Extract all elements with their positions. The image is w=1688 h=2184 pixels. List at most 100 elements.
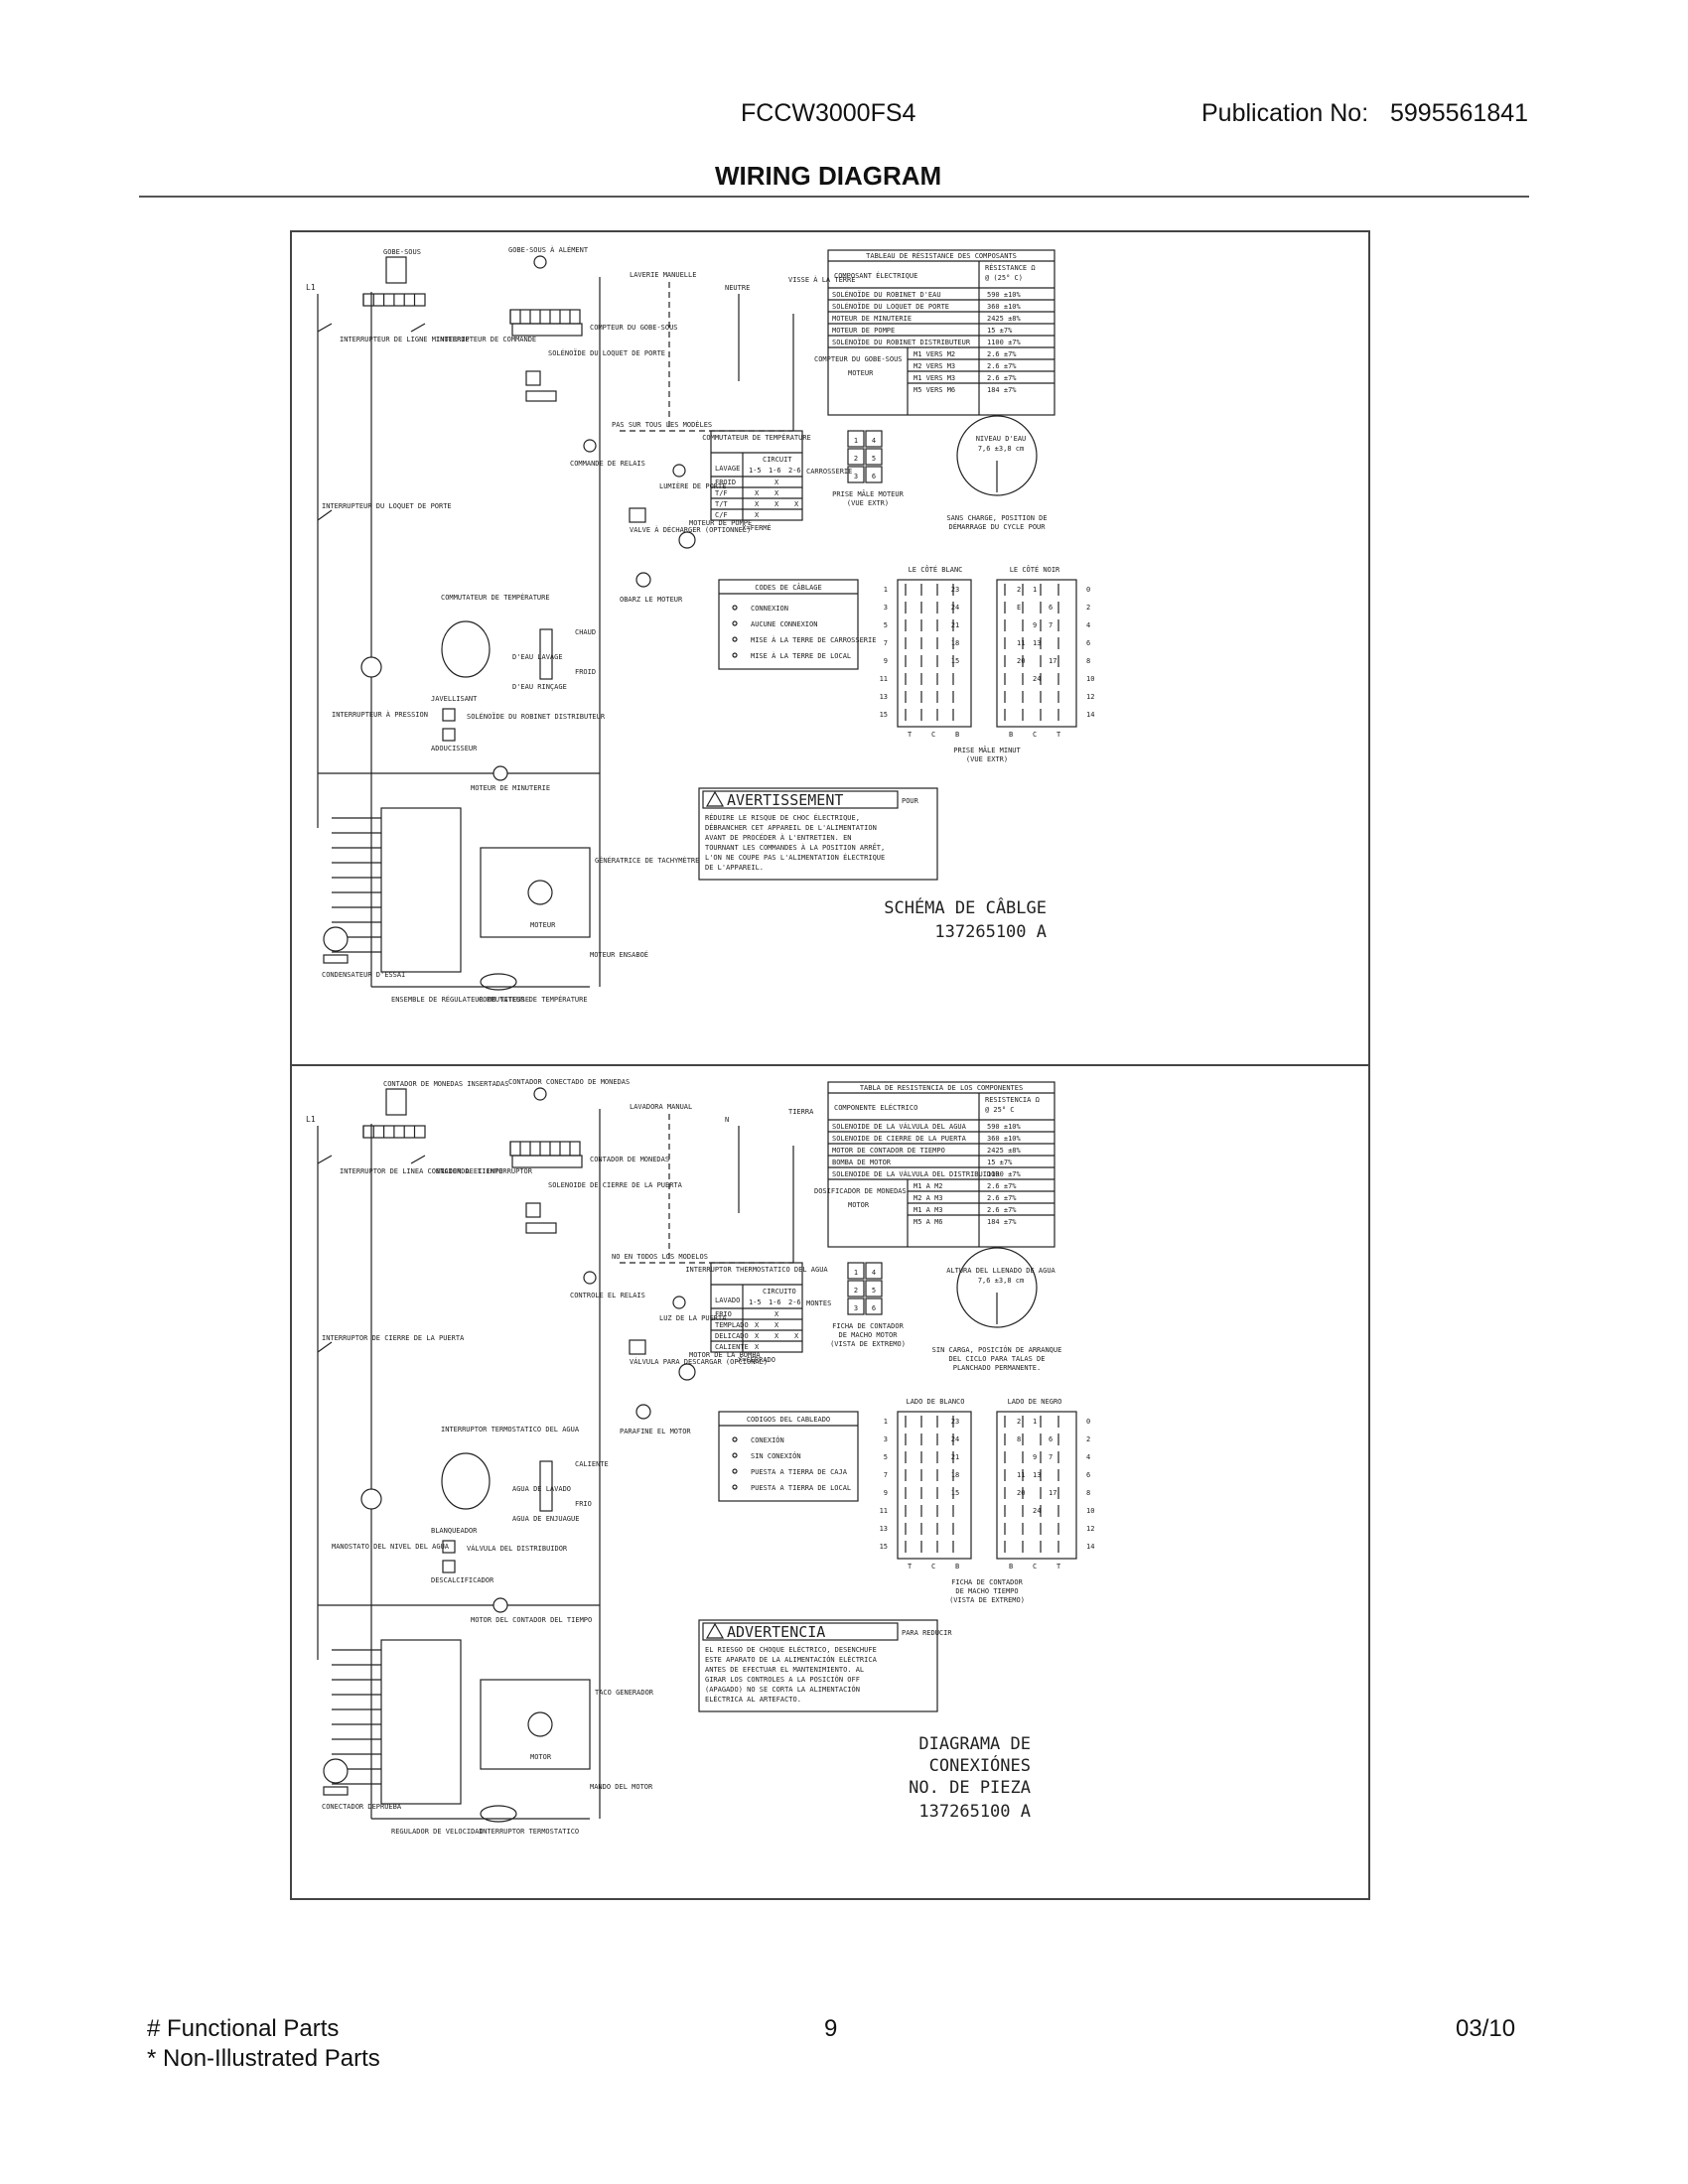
motor-box <box>480 1679 591 1770</box>
motor-label: MOTEUR <box>530 921 556 929</box>
timer-plug-inner-right: 11 <box>1017 639 1025 647</box>
timer-plug-right-number: 6 <box>1086 1471 1090 1479</box>
motor-plug-pin <box>847 448 865 466</box>
model-number: FCCW3000FS4 <box>741 99 916 127</box>
temp-table-mark: X <box>755 489 760 497</box>
resistance-row-value: 2425 ±8% <box>987 315 1022 323</box>
water-level-dial <box>956 1247 1038 1328</box>
resistance-col-sub: @ (25° C) <box>985 274 1023 282</box>
warning-triangle-icon <box>705 790 725 807</box>
timer-plug-inner-right: 7 <box>1049 1453 1053 1461</box>
speed-regulator-label: ENSEMBLE DE RÉGULATEUR DE VITESSE <box>391 995 529 1004</box>
temp-switch-table <box>710 1262 803 1353</box>
motor-box <box>480 847 591 938</box>
motor-row-value: 2.6 ±7% <box>987 350 1017 358</box>
dispenser-solenoid-label: SOLÉNOÏDE DU ROBINET DISTRIBUTEUR <box>467 712 606 721</box>
timer-plug-bottom-right: C <box>1033 1563 1037 1570</box>
wiring-codes-title: CODES DE CÂBLAGE <box>755 583 821 592</box>
timer-plug-left-number: 1 <box>884 1418 888 1426</box>
motor-plug-caption-sub: (VUE EXTR) <box>847 499 889 507</box>
code-symbol <box>732 1452 738 1458</box>
motor-plug-pin <box>847 466 865 483</box>
counter-terminal-block-2 <box>511 323 583 337</box>
pressure-switch <box>360 1488 382 1510</box>
door-lock-solenoid-label: SOLÉNOÏDE DU LOQUET DE PORTE <box>548 348 665 357</box>
timer-plug-right-title: LADO DE NEGRO <box>1008 1398 1062 1406</box>
code-symbol <box>732 652 738 658</box>
warning-triangle-icon <box>705 1622 725 1639</box>
water-level-caption-2: DÉMARRAGE DU CYCLE POUR <box>949 522 1047 531</box>
timer-plug-inner-right: 20 <box>1017 1489 1025 1497</box>
motor-plug-pin <box>865 1297 883 1315</box>
motor-row-value: 184 ±7% <box>987 1218 1017 1226</box>
timer-plug-inner-right: 13 <box>1033 639 1041 647</box>
counter-coil <box>533 255 547 269</box>
bleach-solenoid <box>442 1540 456 1554</box>
timer-plug-left-number: 5 <box>884 1453 888 1461</box>
laundry-label: LAVERIE MANUELLE <box>630 271 696 279</box>
temp-table-circuit: 2-6 <box>788 1298 801 1306</box>
coin-label: CONTADOR DE MONEDAS INSERTADAS <box>383 1080 508 1088</box>
motor-plug-pin <box>865 448 883 466</box>
dispenser-solenoid-label: VÁLVULA DEL DISTRIBUIDOR <box>467 1544 568 1553</box>
spanish-part-number: 137265100 A <box>918 1802 1031 1822</box>
capacitor-label: CONDENSATEUR D'ESSAI <box>322 971 405 979</box>
timer-plug-inner-right: 11 <box>1017 1471 1025 1479</box>
line-switch-label: INTERRUPTEUR DE LIGNE MINUTERIE <box>340 336 470 343</box>
resistance-col-component: COMPONENTE ELÉCTRICO <box>834 1103 917 1112</box>
timer-plug-inner-left: 15 <box>951 1489 959 1497</box>
coin-label: GOBE-SOUS <box>383 248 421 256</box>
counter-right-label: COMPTEUR DU GOBE-SOUS <box>814 355 903 363</box>
resistance-row-name: SOLÉNOÏDE DU ROBINET D'EAU <box>832 290 941 299</box>
timer-plug-caption-2: DE MACHO TIEMPO <box>955 1587 1018 1595</box>
timer-plug-inner-right: 6 <box>1049 604 1053 612</box>
timer-plug-bottom-left: T <box>908 1563 913 1570</box>
resistance-row-name: MOTOR DE CONTADOR DE TIEMPO <box>832 1147 945 1155</box>
resistance-row-value: 590 ±10% <box>987 291 1022 299</box>
motor-row-value: 2.6 ±7% <box>987 362 1017 370</box>
timer-plug-right-number: 14 <box>1086 1543 1094 1551</box>
timer-plug-right-number: 10 <box>1086 675 1094 683</box>
warning-line: AVANT DE PROCÉDER À L'ENTRETIEN. EN <box>705 833 852 842</box>
motor-plug-pin-number: 5 <box>872 1287 876 1295</box>
timer-plug-inner-left: 23 <box>951 1418 959 1426</box>
temp-table-mark: X <box>774 1332 779 1340</box>
relay-coil <box>583 1271 597 1285</box>
resistance-row-value: 360 ±10% <box>987 1135 1022 1143</box>
temp-table-mark: X <box>774 489 779 497</box>
capacitor <box>323 926 349 952</box>
timer-plug-right-number: 0 <box>1086 586 1090 594</box>
timer-plug-left-number: 11 <box>880 1507 888 1515</box>
not-all-models-label: NO EN TODOS LOS MODELOS <box>612 1253 708 1261</box>
resistance-table <box>827 249 1055 416</box>
resistance-row-value: 590 ±10% <box>987 1123 1022 1131</box>
counter-coil <box>533 1087 547 1101</box>
temp-table-row-name: TEMPLADO <box>715 1321 749 1329</box>
relay-coil <box>583 439 597 453</box>
temp-table-col-circuit: CIRCUIT <box>763 456 792 464</box>
warning-line: ELÉCTRICA AL ARTEFACTO. <box>705 1695 801 1704</box>
resistance-row-name: MOTEUR DE POMPE <box>832 327 895 335</box>
drain-valve-label: VALVE À DÉCHARGER (OPTIONNEL) <box>630 525 751 534</box>
pressure-switch-label: MANOSTATO DEL NIVEL DEL AGUA <box>332 1543 450 1551</box>
switch-contact <box>317 1155 333 1164</box>
motor-plug-pin <box>847 1262 865 1280</box>
speed-regulator <box>380 807 462 973</box>
code-symbol <box>732 1484 738 1490</box>
drain-valve <box>629 1339 646 1355</box>
motor-indicator <box>635 1404 651 1420</box>
timer-plug-inner-right: 17 <box>1049 1489 1056 1497</box>
door-switch-contact <box>317 1341 333 1353</box>
motor-row-value: 184 ±7% <box>987 386 1017 394</box>
pressure-switch <box>360 656 382 678</box>
spanish-title-2: CONEXIÓNES <box>929 1754 1031 1776</box>
relay-box <box>525 1222 557 1234</box>
timer-plug-inner-right: 9 <box>1033 1453 1037 1461</box>
temp-table-mark: X <box>755 1321 760 1329</box>
hot-label: CHAUD <box>575 628 596 636</box>
header-rule <box>139 196 1529 198</box>
motor-plug-caption: PRISE MÂLE MOTEUR <box>832 489 904 498</box>
page-number: 9 <box>824 2015 838 2042</box>
capacitor <box>323 1758 349 1784</box>
